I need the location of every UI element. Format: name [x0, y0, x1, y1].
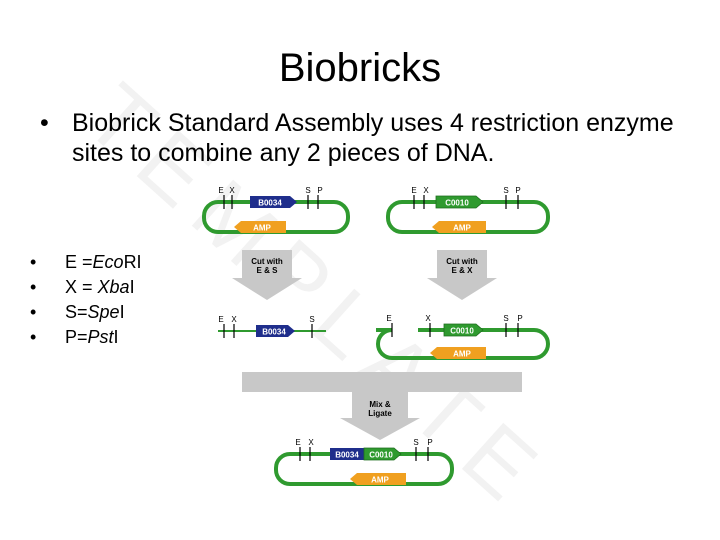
legend-item-psti: • P=PstI: [30, 325, 210, 350]
intro-bullet-point: • Biobrick Standard Assembly uses 4 rest…: [40, 108, 680, 168]
assembly-diagram: E X S P B0034 AMP E X S P C0010 AMP Cut …: [202, 186, 551, 486]
bullet-glyph: •: [30, 327, 37, 347]
fragment-b0034: E X S B0034: [218, 315, 326, 338]
cut-left-line2: E & S: [257, 266, 279, 275]
legend-prefix: P=: [65, 327, 88, 347]
amp-marker-label: AMP: [453, 350, 471, 359]
amp-marker-block: [350, 473, 406, 485]
cut-arrow-left: Cut with E & S: [232, 250, 302, 300]
site-label-e: E: [218, 315, 223, 324]
part-b0034-label: B0034: [262, 328, 286, 337]
site-label-e: E: [386, 314, 391, 323]
part-c0010-label: C0010: [445, 199, 469, 208]
amp-marker-label: AMP: [253, 224, 271, 233]
bullet-glyph: •: [30, 277, 37, 297]
bullet-glyph: •: [30, 252, 37, 272]
legend-suffix: RI: [123, 252, 142, 272]
site-label-x: X: [425, 314, 431, 323]
site-label-e: E: [411, 186, 416, 195]
ligated-plasmid: E X S P B0034 C0010 AMP: [274, 438, 454, 486]
amp-marker-block: [430, 347, 486, 359]
legend-item-spei: • S=SpeI: [30, 300, 210, 325]
site-label-s: S: [503, 186, 508, 195]
legend-prefix: X =: [65, 277, 98, 297]
cut-right-line2: E & X: [452, 266, 474, 275]
mix-line2: Ligate: [368, 409, 392, 418]
bullet-glyph: •: [30, 302, 37, 322]
legend-item-xbai: • X = XbaI: [30, 275, 210, 300]
slide-title: Biobricks: [278, 46, 442, 90]
site-label-x: X: [423, 186, 429, 195]
site-label-e: E: [218, 186, 223, 195]
site-label-s: S: [305, 186, 310, 195]
arrow-shape: [242, 372, 522, 440]
site-label-x: X: [231, 315, 237, 324]
part-c0010-block: [443, 323, 484, 337]
site-label-p: P: [515, 186, 520, 195]
part-c0010-label: C0010: [450, 327, 474, 336]
enzyme-name: Pst: [87, 327, 114, 347]
site-label-p: P: [517, 314, 522, 323]
amp-marker-label: AMP: [453, 224, 471, 233]
enzyme-name: Eco: [92, 252, 124, 272]
plasmid-b0034: E X S P B0034 AMP: [202, 186, 350, 234]
arrow-shape: [427, 250, 497, 300]
cut-right-line1: Cut with: [446, 257, 478, 266]
amp-marker-label: AMP: [371, 476, 389, 485]
legend-item-ecori: • E =EcoRI: [30, 250, 210, 275]
legend-suffix: I: [113, 327, 119, 347]
enzyme-name: Xba: [97, 277, 130, 297]
legend-prefix: S=: [65, 302, 88, 322]
intro-text: Biobrick Standard Assembly uses 4 restri…: [72, 109, 674, 167]
part-b0034-block: [330, 448, 364, 460]
part-c0010-block: [363, 447, 402, 461]
site-label-s: S: [413, 438, 418, 447]
part-b0034-label: B0034: [258, 199, 282, 208]
enzyme-legend: • E =EcoRI • X = XbaI • S=SpeI • P=PstI: [30, 250, 210, 350]
site-label-x: X: [308, 438, 314, 447]
enzyme-name: Spe: [87, 302, 120, 322]
mix-ligate-arrow: Mix & Ligate: [242, 372, 522, 440]
bullet-glyph: •: [40, 109, 49, 137]
part-b0034-label: B0034: [335, 451, 359, 460]
site-label-s: S: [309, 315, 314, 324]
amp-marker-block: [234, 221, 286, 233]
legend-prefix: E =: [65, 252, 93, 272]
amp-marker-block: [432, 221, 486, 233]
part-b0034-block: [256, 325, 295, 337]
site-label-e: E: [295, 438, 300, 447]
arrow-shape: [232, 250, 302, 300]
cut-left-line1: Cut with: [251, 257, 283, 266]
part-c0010-label: C0010: [369, 451, 393, 460]
mix-line1: Mix &: [369, 400, 391, 409]
site-label-x: X: [229, 186, 235, 195]
plasmid-c0010: E X S P C0010 AMP: [386, 186, 550, 234]
legend-suffix: I: [129, 277, 135, 297]
cut-arrow-right: Cut with E & X: [427, 250, 497, 300]
part-b0034-block: [250, 196, 297, 208]
site-label-s: S: [503, 314, 508, 323]
site-label-p: P: [317, 186, 322, 195]
part-c0010-block: [435, 195, 484, 209]
legend-suffix: I: [119, 302, 125, 322]
cut-plasmid-c0010: E X S P C0010 AMP: [375, 314, 551, 360]
site-label-p: P: [427, 438, 432, 447]
